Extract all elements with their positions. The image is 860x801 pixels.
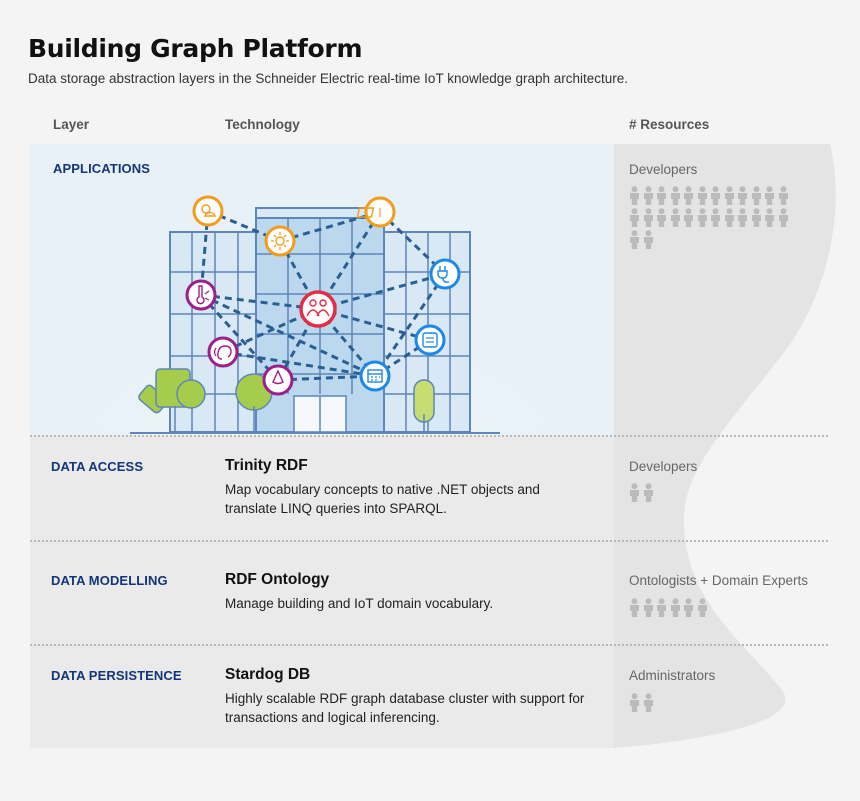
resource-label-data-persistence: Administrators	[629, 668, 716, 683]
thermometer-icon	[185, 279, 217, 311]
resource-people-data-modelling	[629, 598, 799, 620]
person-icon	[656, 208, 670, 230]
layer-data-modelling: DATA MODELLING	[51, 573, 168, 588]
person-icon	[670, 598, 684, 620]
ear-icon	[207, 336, 239, 368]
calendar-icon	[359, 360, 391, 392]
person-icon	[629, 598, 643, 620]
person-icon	[751, 186, 765, 208]
tech-title-data-modelling: RDF Ontology	[225, 571, 330, 588]
person-icon	[683, 186, 697, 208]
resource-label-data-modelling: Ontologists + Domain Experts	[629, 573, 808, 588]
resource-people-data-persistence	[629, 693, 799, 715]
resource-label-applications: Developers	[629, 162, 698, 177]
person-icon	[710, 186, 724, 208]
trees	[138, 368, 435, 433]
person-icon	[764, 186, 778, 208]
row-separator	[30, 435, 828, 437]
nose-icon	[262, 364, 294, 396]
person-icon	[643, 483, 657, 505]
person-icon	[629, 230, 643, 252]
tech-desc-data-persistence: Highly scalable RDF graph database clust…	[225, 691, 585, 725]
person-icon	[697, 186, 711, 208]
person-icon	[643, 693, 657, 715]
person-icon	[643, 208, 657, 230]
person-icon	[683, 598, 697, 620]
person-icon	[656, 598, 670, 620]
person-icon	[629, 186, 643, 208]
column-header-resources: # Resources	[629, 117, 710, 132]
person-icon	[629, 483, 643, 505]
person-icon	[724, 208, 738, 230]
people-icon	[299, 290, 337, 328]
building-graph-illustration	[80, 195, 560, 436]
person-icon	[764, 208, 778, 230]
tech-title-data-access: Trinity RDF	[225, 457, 308, 474]
person-icon	[670, 208, 684, 230]
column-header-layer: Layer	[53, 117, 90, 132]
person-icon	[710, 208, 724, 230]
column-header-technology: Technology	[225, 117, 300, 132]
row-separator	[30, 644, 828, 646]
person-icon	[629, 693, 643, 715]
person-icon	[697, 208, 711, 230]
person-icon	[643, 598, 657, 620]
sun-cloud-icon	[192, 195, 224, 227]
meter-icon	[414, 324, 446, 356]
person-icon	[737, 186, 751, 208]
tech-title-data-persistence: Stardog DB	[225, 666, 311, 683]
person-icon	[643, 230, 657, 252]
person-icon	[778, 208, 792, 230]
row-separator	[30, 540, 828, 542]
person-icon	[751, 208, 765, 230]
layer-data-access: DATA ACCESS	[51, 459, 144, 474]
person-icon	[656, 186, 670, 208]
layer-data-persistence: DATA PERSISTENCE	[51, 668, 182, 683]
person-icon	[724, 186, 738, 208]
page-title: Building Graph Platform	[28, 34, 363, 63]
page-subtitle: Data storage abstraction layers in the S…	[28, 71, 629, 86]
plug-icon	[429, 258, 461, 290]
resource-people-applications	[629, 186, 799, 252]
tech-desc-data-modelling: Manage building and IoT domain vocabular…	[225, 596, 494, 611]
person-icon	[670, 186, 684, 208]
solar-panel-icon	[356, 196, 396, 228]
sun-icon	[264, 225, 296, 257]
person-icon	[778, 186, 792, 208]
resource-people-data-access	[629, 483, 799, 505]
person-icon	[683, 208, 697, 230]
tech-desc-data-access: Map vocabulary concepts to native .NET o…	[225, 482, 540, 516]
person-icon	[643, 186, 657, 208]
resources-column-background	[614, 144, 836, 748]
person-icon	[629, 208, 643, 230]
resource-label-data-access: Developers	[629, 459, 698, 474]
person-icon	[737, 208, 751, 230]
person-icon	[697, 598, 711, 620]
layer-applications: APPLICATIONS	[53, 161, 151, 176]
